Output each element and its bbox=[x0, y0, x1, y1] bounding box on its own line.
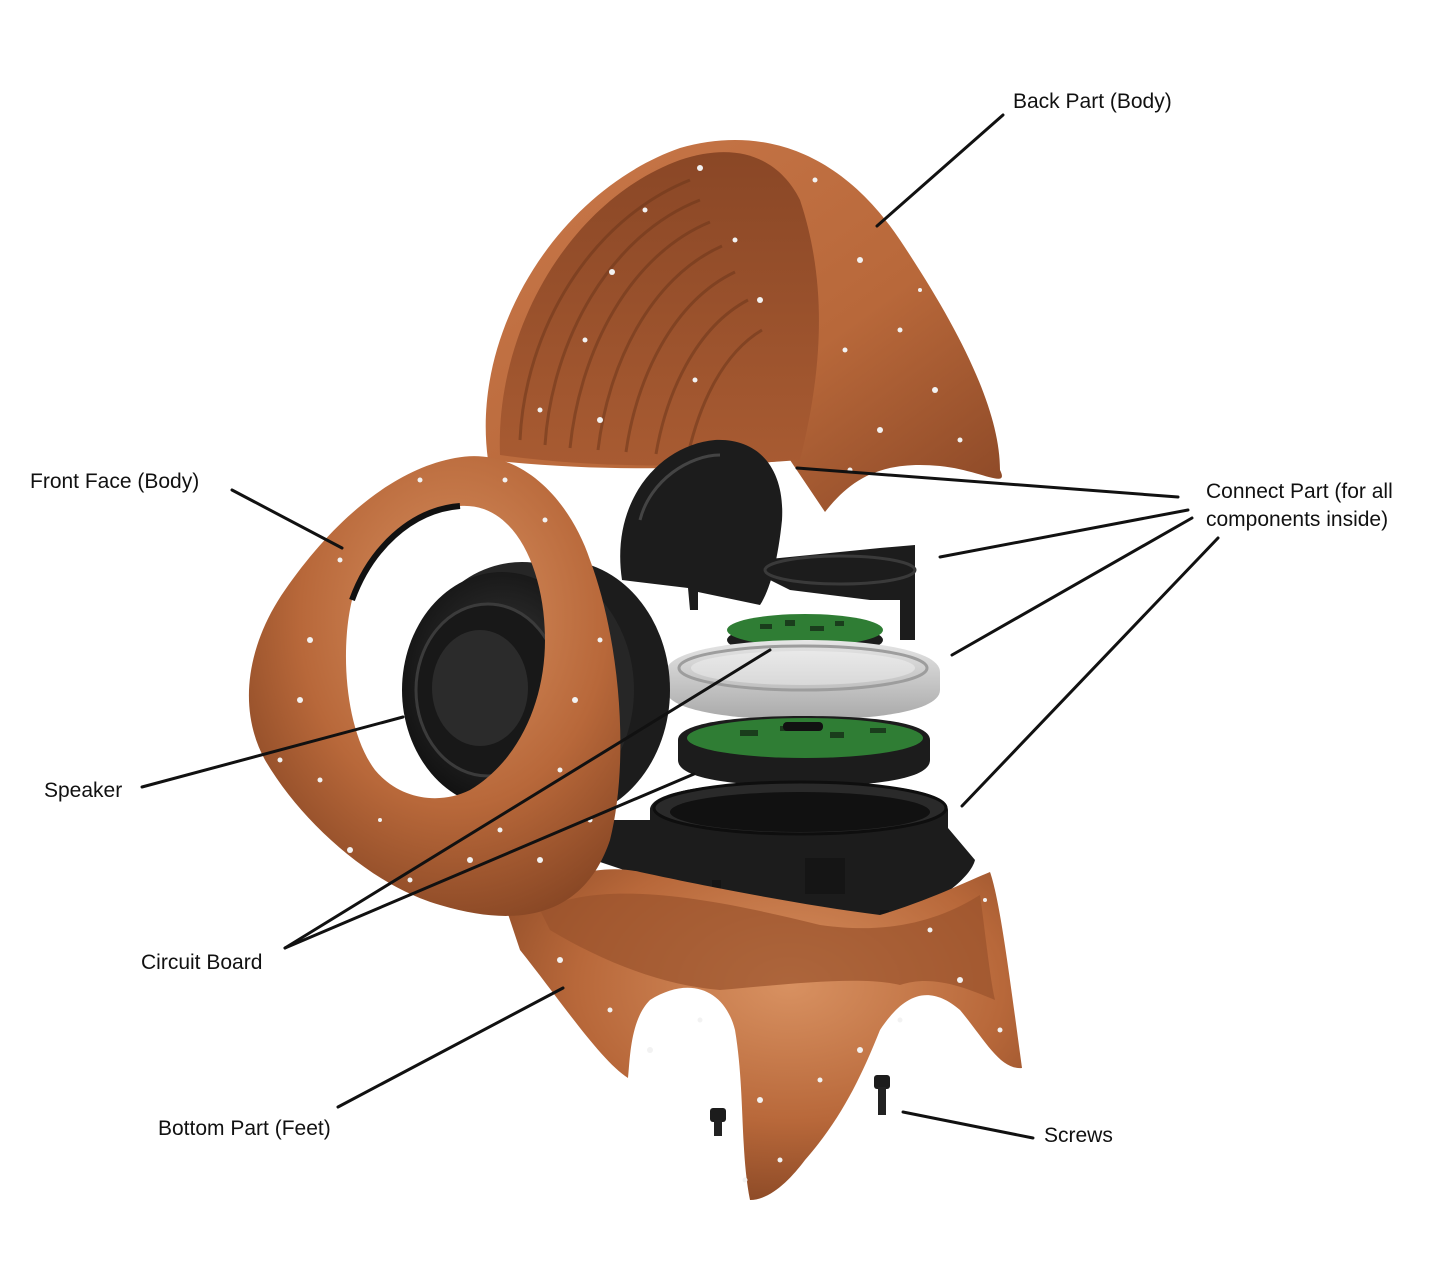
leader-connect-ring bbox=[950, 516, 1194, 657]
bottom-part-shell bbox=[505, 869, 1022, 1200]
label-circuit-board: Circuit Board bbox=[141, 951, 263, 974]
front-face-shell bbox=[248, 456, 621, 916]
label-screws: Screws bbox=[1044, 1124, 1113, 1147]
leader-circuit-board-bottom bbox=[283, 772, 696, 950]
leader-connect-cap bbox=[795, 466, 1180, 499]
connect-part-ring bbox=[666, 640, 940, 720]
connect-part-cap bbox=[620, 439, 783, 610]
label-back-part: Back Part (Body) bbox=[1013, 90, 1172, 113]
circuit-board-bottom bbox=[678, 716, 930, 786]
label-speaker: Speaker bbox=[44, 779, 123, 802]
label-connect-part: Connect Part (for all components inside) bbox=[1206, 480, 1393, 531]
leader-connect-frame bbox=[938, 508, 1190, 559]
leader-circuit-board-top bbox=[283, 648, 772, 950]
screw-right bbox=[874, 1075, 890, 1115]
connect-part-frame bbox=[760, 545, 917, 640]
screw-left bbox=[710, 1108, 726, 1136]
leader-connect-base bbox=[960, 536, 1220, 808]
connect-part-base bbox=[600, 780, 975, 970]
back-part-shell bbox=[485, 139, 1002, 512]
label-bottom-part: Bottom Part (Feet) bbox=[158, 1117, 331, 1140]
leader-front-face bbox=[230, 488, 344, 550]
leader-screws bbox=[901, 1110, 1035, 1140]
label-front-face: Front Face (Body) bbox=[30, 470, 200, 493]
leader-back-part bbox=[875, 113, 1005, 228]
leader-speaker bbox=[140, 715, 405, 789]
leader-bottom-part bbox=[336, 986, 565, 1109]
